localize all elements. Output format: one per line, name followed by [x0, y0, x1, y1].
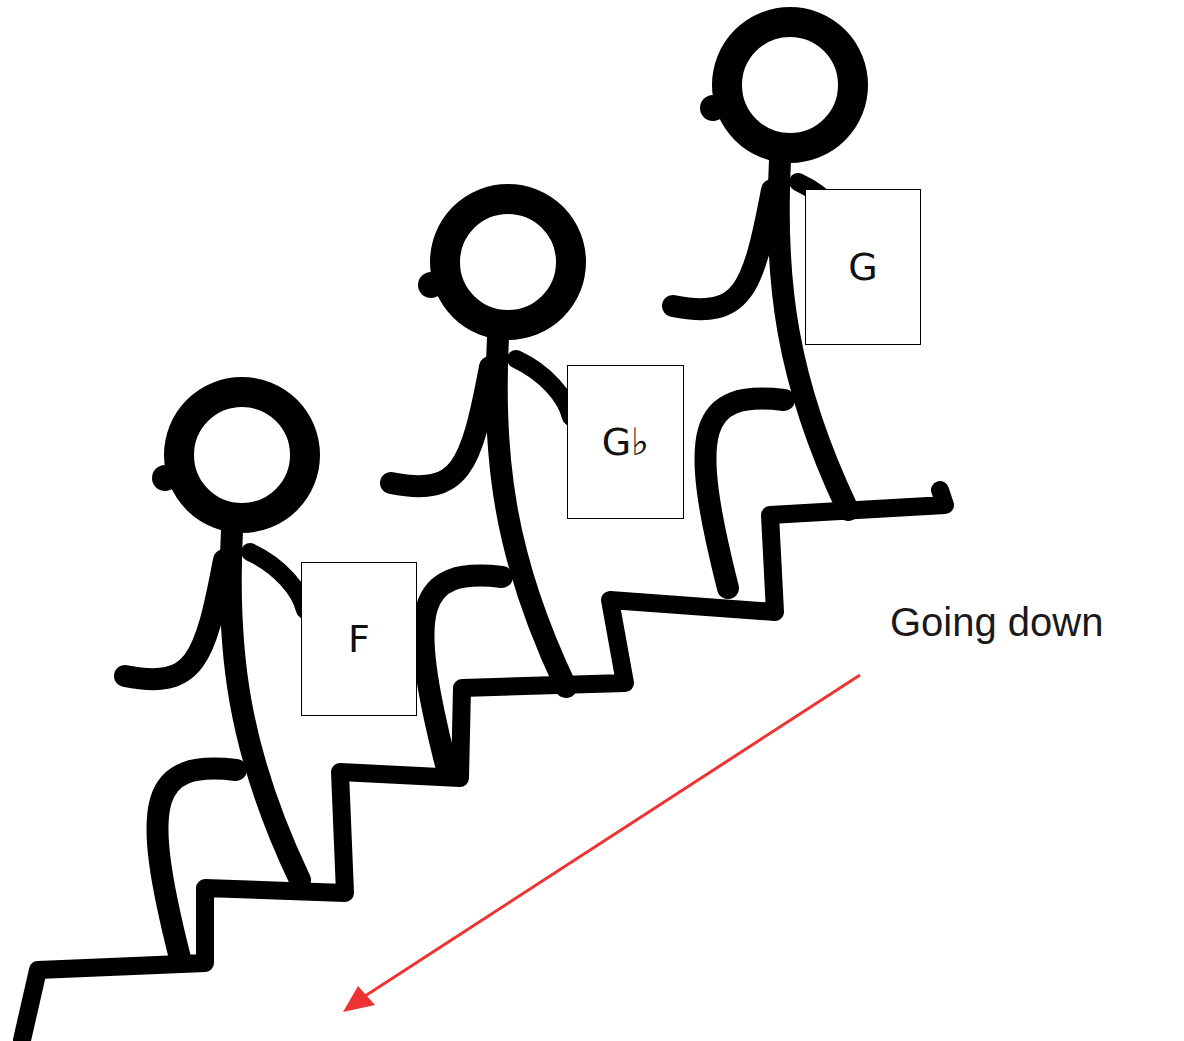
direction-arrow — [362, 675, 860, 998]
arrow-head — [343, 986, 375, 1012]
sign-box: F — [301, 562, 417, 716]
stick-figure — [125, 392, 305, 958]
note-name: G♭ — [602, 420, 649, 464]
note-name: G — [848, 245, 877, 289]
stick-figure — [391, 199, 571, 765]
sign-box: G — [805, 189, 921, 345]
direction-label: Going down — [890, 600, 1103, 645]
sign-box: G♭ — [567, 365, 684, 519]
note-name: F — [348, 617, 370, 661]
